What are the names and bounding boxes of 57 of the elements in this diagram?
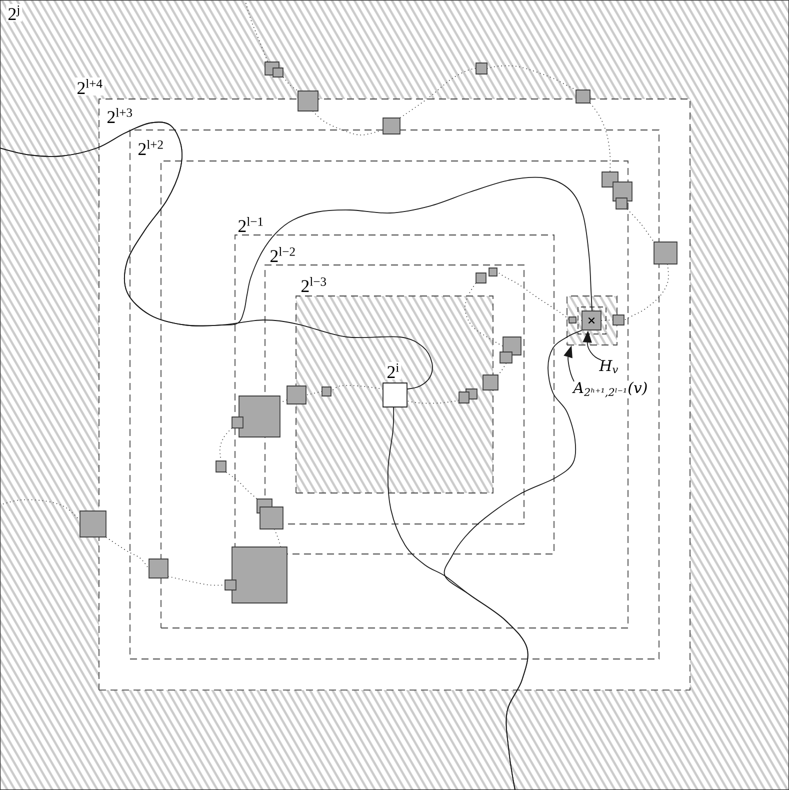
- shaded-square: [272, 68, 284, 78]
- dotted-curve: [330, 384, 384, 392]
- scale-label: 2$^{l−2}$: [268, 246, 298, 264]
- shaded-square: [476, 62, 488, 74]
- shaded-square: [238, 396, 280, 438]
- curve: [0, 122, 592, 326]
- shaded-square: [612, 314, 624, 326]
- shaded-square: [616, 198, 628, 210]
- shaded-square: [582, 310, 602, 330]
- dotted-curve: [590, 102, 611, 172]
- dotted-curve: [282, 76, 298, 92]
- scale-label: 2$^{l−1}$: [236, 216, 266, 234]
- shaded-square: [232, 416, 244, 428]
- shaded-square: [654, 242, 678, 264]
- dotted-curve: [274, 528, 281, 548]
- shaded-square: [298, 90, 318, 112]
- scale-label: 2$^{i}$: [385, 362, 402, 380]
- math-label: A$_{2ʰ⁺¹,2ˡ⁻¹}$(v): [572, 380, 649, 398]
- shaded-square: [148, 558, 168, 578]
- shaded-square: [568, 316, 576, 324]
- shaded-square: [482, 374, 498, 390]
- shaded-square: [286, 386, 306, 404]
- dotted-curve: [226, 472, 258, 500]
- scale-label: 2$^{l+2}$: [136, 138, 166, 156]
- dotted-curve: [486, 65, 576, 90]
- dotted-curve: [600, 320, 614, 321]
- shaded-square: [80, 510, 106, 538]
- shaded-square: [458, 392, 470, 404]
- shaded-square: [216, 460, 226, 472]
- dotted-curve: [400, 68, 476, 118]
- curve: [444, 330, 582, 790]
- math-label: H$_{v}$: [598, 359, 620, 374]
- scale-label: 2$^{l+4}$: [75, 78, 104, 96]
- shaded-square: [232, 546, 288, 604]
- dotted-curve: [626, 208, 654, 242]
- dotted-curve: [496, 272, 570, 320]
- dotted-curve: [312, 110, 384, 136]
- dotted-curve: [406, 400, 460, 404]
- shaded-square: [576, 90, 590, 104]
- shaded-square: [488, 268, 498, 276]
- scale-label: 2$^{l+3}$: [105, 106, 134, 124]
- dotted-curve: [0, 499, 80, 520]
- shaded-square: [500, 352, 512, 364]
- dotted-curve: [498, 362, 506, 376]
- scale-label: 2$^{l−3}$: [299, 276, 328, 294]
- shaded-square: [476, 272, 486, 284]
- dotted-curve: [280, 400, 288, 403]
- dotted-curve: [106, 536, 150, 569]
- scale-label: 2$^{j}$: [6, 4, 22, 22]
- dotted-curve: [244, 0, 268, 62]
- shaded-square: [382, 118, 400, 134]
- shaded-square: [602, 172, 618, 188]
- dotted-curve: [306, 391, 322, 396]
- dotted-curve: [624, 264, 669, 320]
- shaded-square: [224, 580, 236, 590]
- dotted-curve: [576, 320, 582, 321]
- shaded-square: [322, 386, 332, 396]
